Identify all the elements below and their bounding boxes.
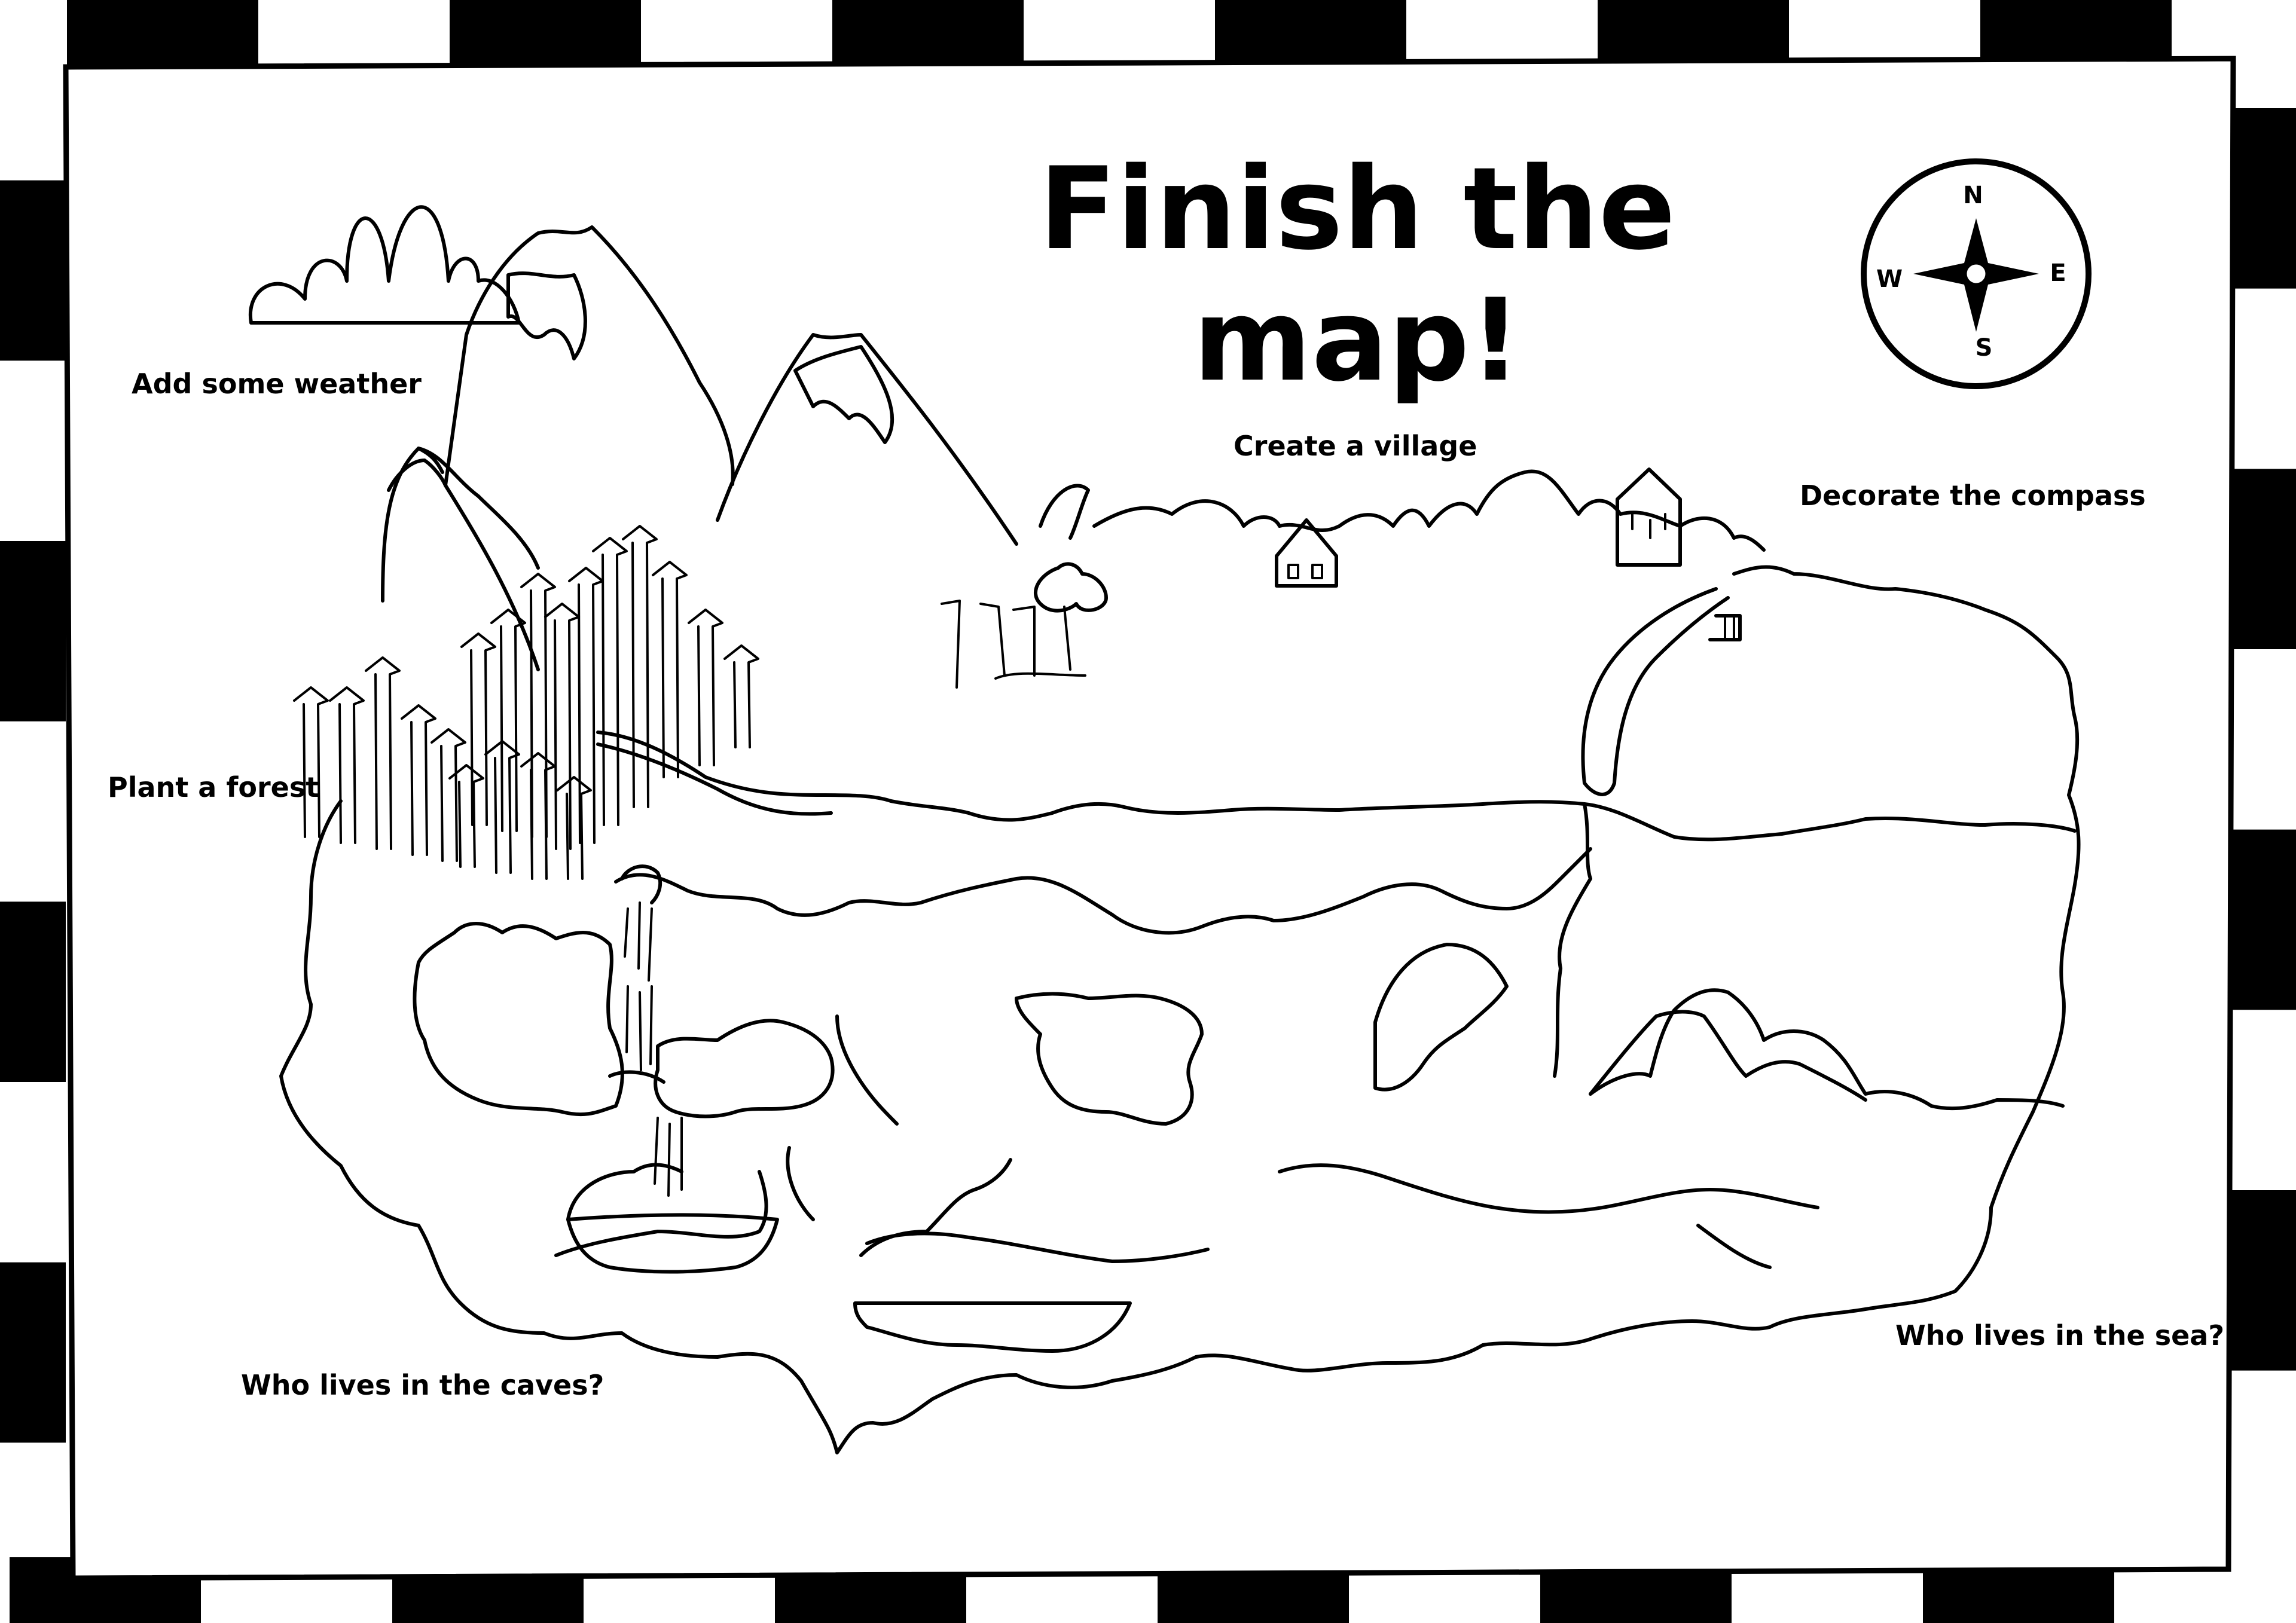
compass-icon[interactable]: N E S W <box>1861 158 2092 389</box>
border-square <box>0 541 66 722</box>
border-square <box>2230 829 2296 1010</box>
tower-house-icon <box>1616 467 1682 567</box>
island-outline <box>279 565 2081 1454</box>
tree-icon <box>490 609 526 832</box>
tree-cluster-icon <box>941 484 1108 689</box>
tree-icon <box>723 644 759 748</box>
border-square <box>2230 1190 2296 1371</box>
tree-icon <box>448 764 484 868</box>
mountains-icon <box>381 225 1018 671</box>
tree-icon <box>652 561 688 778</box>
pond-icon <box>566 1213 779 1274</box>
border-square <box>1980 0 2172 66</box>
border-square <box>2230 469 2296 649</box>
tree-icon <box>622 525 658 808</box>
compass-east: E <box>2050 259 2066 287</box>
border-square <box>1598 0 1789 66</box>
border-square <box>0 1262 66 1443</box>
border-square <box>832 0 1024 66</box>
waterfall-icon <box>608 864 683 1197</box>
cloud-icon <box>248 205 521 325</box>
prompt-weather: Add some weather <box>132 368 422 400</box>
cave-chambers <box>413 847 1867 1269</box>
tree-icon <box>401 704 436 856</box>
sea-hills <box>1589 988 2065 1111</box>
border-square <box>450 0 641 66</box>
page-title-line-1: Finish the <box>1039 143 1676 275</box>
paper-panel <box>63 56 2236 1581</box>
border-square <box>0 180 66 361</box>
tree-icon <box>460 632 496 826</box>
tree-icon <box>688 609 723 766</box>
compass-north: N <box>1963 182 1983 209</box>
border-square <box>1215 0 1406 66</box>
sea-chamber <box>853 1301 1132 1353</box>
compass-south: S <box>1976 334 1993 362</box>
border-square <box>67 0 258 66</box>
tree-icon <box>329 686 365 844</box>
tree-icon <box>293 686 329 838</box>
tree-icon <box>520 752 556 880</box>
village-hills <box>1092 469 1766 552</box>
house-icon <box>1275 518 1338 588</box>
border-square <box>0 901 66 1082</box>
border-square <box>2230 108 2296 289</box>
tree-icon <box>430 728 466 862</box>
prompt-compass: Decorate the compass <box>1800 479 2146 512</box>
prompt-caves: Who lives in the caves? <box>241 1369 604 1401</box>
tree-icon <box>484 740 520 874</box>
prompt-forest: Plant a forest <box>108 771 319 803</box>
page-title-line-2: map! <box>1193 274 1522 406</box>
prompt-sea: Who lives in the sea? <box>1895 1319 2224 1352</box>
tree-icon <box>556 776 592 880</box>
compass-west: W <box>1876 265 1903 293</box>
tree-icon <box>365 656 401 850</box>
shoreline <box>596 730 2077 842</box>
prompt-village: Create a village <box>1234 430 1477 462</box>
forest-area <box>293 525 759 880</box>
river-icon <box>1581 587 1742 796</box>
tree-icon <box>592 537 628 826</box>
